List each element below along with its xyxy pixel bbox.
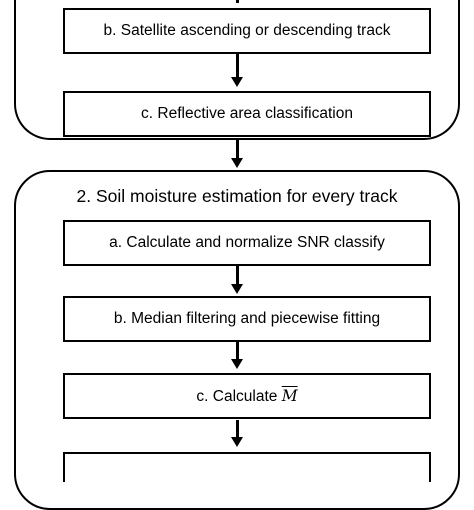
arrow-a-to-b-line	[236, 266, 239, 284]
arrow-c-to-d-line	[236, 420, 239, 437]
arrow-group1-to-group2-head	[231, 158, 243, 168]
group-2-title: 2. Soil moisture estimation for every tr…	[76, 186, 398, 206]
arrow-group1-to-group2-line	[236, 139, 239, 158]
box-calculate-m-prefix: c. Calculate	[196, 387, 278, 405]
arrow-b-to-c2-head	[231, 359, 243, 369]
box-reflective-area-label: c. Reflective area classification	[141, 105, 353, 122]
arrow-a-to-b-head	[231, 284, 243, 294]
arrow-b-to-c2-line	[236, 342, 239, 359]
box-d-partial	[63, 452, 431, 482]
arrow-c-to-d-head	[231, 437, 243, 447]
arrow-into-box-b	[236, 0, 239, 3]
box-satellite-track-label: b. Satellite ascending or descending tra…	[103, 22, 391, 39]
box-median-filtering: b. Median filtering and piecewise fittin…	[63, 296, 431, 342]
box-calculate-snr-label: a. Calculate and normalize SNR classify	[109, 234, 385, 251]
arrow-b-to-c-head	[231, 77, 243, 87]
box-calculate-m: c. Calculate M	[63, 373, 431, 419]
box-median-filtering-label: b. Median filtering and piecewise fittin…	[113, 310, 381, 327]
box-satellite-track: b. Satellite ascending or descending tra…	[63, 8, 431, 54]
m-bar-symbol: M	[281, 386, 298, 405]
box-calculate-snr: a. Calculate and normalize SNR classify	[63, 220, 431, 266]
box-reflective-area: c. Reflective area classification	[63, 91, 431, 137]
arrow-b-to-c-line	[236, 54, 239, 77]
box-calculate-m-label: c. Calculate M	[196, 387, 297, 406]
